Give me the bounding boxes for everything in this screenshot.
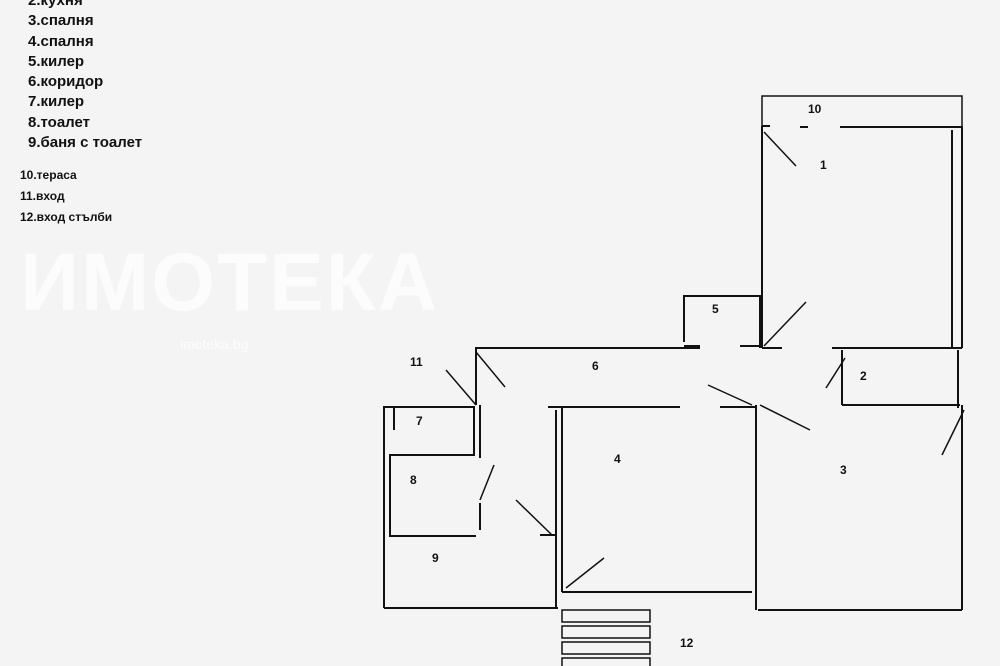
room-label-7: 7: [416, 414, 423, 428]
legend-item: 6.коридор: [28, 73, 104, 91]
room-label-9: 9: [432, 551, 439, 565]
legend-item: 7.килер: [28, 93, 85, 111]
room-label-1: 1: [820, 158, 827, 172]
watermark-url: imoteka.bg: [180, 336, 249, 352]
room-label-10: 10: [808, 102, 822, 116]
legend-item: 4.спалня: [28, 32, 94, 50]
room-label-12: 12: [680, 636, 694, 650]
legend-item: 10.тераса: [20, 168, 77, 182]
legend-item: 11.вход: [20, 189, 65, 203]
legend-item: 9.баня с тоалет: [28, 134, 143, 152]
legend-item: 2.кухня: [28, 0, 83, 9]
legend-item: 5.килер: [28, 52, 85, 70]
room-label-3: 3: [840, 463, 847, 477]
room-label-5: 5: [712, 302, 719, 316]
room-label-11: 11: [410, 355, 423, 369]
room-label-6: 6: [592, 359, 599, 373]
legend-item: 12.вход стълби: [20, 210, 113, 224]
room-label-8: 8: [410, 473, 417, 487]
legend-main: 2.кухня 3.спалня 4.спалня 5.килер 6.кори…: [28, 0, 142, 153]
legend-extra: 10.тераса 11.вход 12.вход стълби: [20, 165, 112, 228]
room-label-4: 4: [614, 452, 621, 466]
room-label-2: 2: [860, 369, 867, 383]
legend-item: 8.тоалет: [28, 113, 90, 131]
watermark-logo: ИМОТЕКА: [20, 237, 440, 328]
legend-item: 3.спалня: [28, 12, 94, 30]
